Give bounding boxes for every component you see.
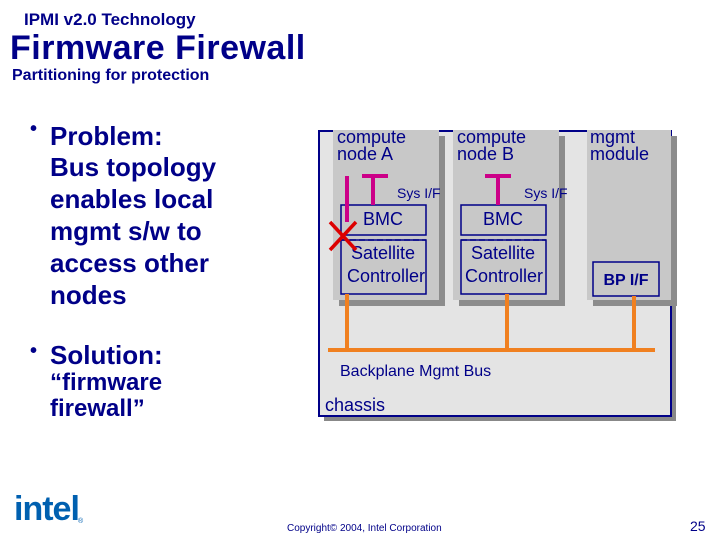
node-b-sys-if-connector [485, 174, 511, 205]
bullet-dot-icon: • [30, 118, 38, 140]
bullet-problem-label: Problem: [50, 121, 163, 151]
satellite-a-label: Satellite [351, 243, 415, 263]
controller-b-label: Controller [465, 266, 543, 286]
page-title: Firmware Firewall [10, 29, 306, 67]
mgmt-module-title: mgmt [590, 127, 635, 147]
node-b-subtitle: node B [457, 144, 514, 164]
backplane-bus [328, 294, 655, 352]
bmc-b-label: BMC [483, 209, 523, 229]
firewall-block-icon [328, 220, 358, 252]
satellite-b-box [460, 239, 547, 295]
bmc-a-label: BMC [363, 209, 403, 229]
bullet-problem-text: Bus topology enables local mgmt s/w to a… [50, 152, 217, 310]
bp-if-label: BP I/F [603, 272, 648, 289]
bmc-b-box [460, 204, 547, 236]
node-b-title: compute [457, 127, 526, 147]
trademark-mark: ® [78, 518, 84, 525]
bmc-a-box [340, 204, 427, 236]
copyright-notice: Copyright© 2004, Intel Corporation [287, 523, 442, 534]
mgmt-module-subtitle: module [590, 144, 649, 164]
page-number: 25 [690, 518, 706, 534]
page-subtitle: Partitioning for protection [12, 67, 210, 84]
satellite-b-label: Satellite [471, 243, 535, 263]
node-a-sys-if-label: Sys I/F [397, 185, 441, 201]
node-b-sys-if-label: Sys I/F [524, 185, 568, 201]
node-a-subtitle: node A [337, 144, 393, 164]
backplane-bus-label: Backplane Mgmt Bus [340, 363, 491, 380]
node-a-title: compute [337, 127, 406, 147]
bullet-solution-label: Solution: [50, 340, 163, 370]
controller-a-label: Controller [347, 266, 425, 286]
node-a-sys-if-connector [345, 174, 388, 222]
bullet-solution-text: “firmware firewall” [50, 369, 163, 422]
bp-if-box [592, 261, 660, 297]
bullet-dot-icon: • [30, 340, 38, 362]
intel-logo: intel [14, 490, 80, 528]
chassis-label: chassis [325, 395, 385, 415]
technology-label: IPMI v2.0 Technology [24, 10, 196, 29]
